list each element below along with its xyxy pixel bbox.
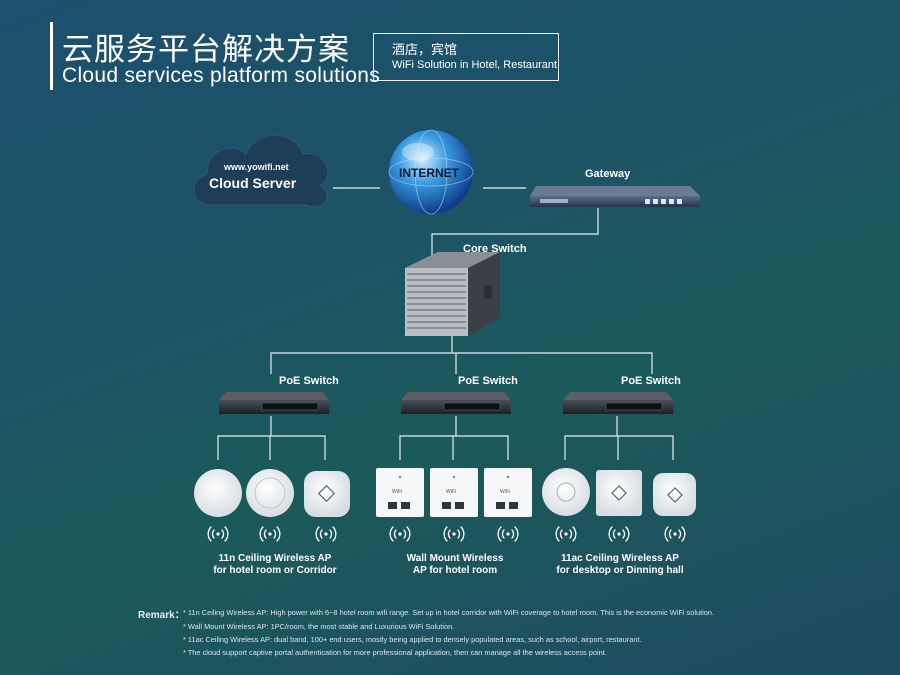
group-caption-wall-line1: Wall Mount Wireless [406, 553, 504, 564]
poe2-ap-bar [399, 435, 509, 460]
wall-ap-3-badge: WiFi [500, 489, 510, 495]
wifi-signal-icon [389, 526, 411, 542]
core-switch-label: Core Switch [463, 243, 527, 255]
wifi-signal-icon [664, 526, 686, 542]
group-caption-11ac-line1: 11ac Ceiling Wireless AP [561, 553, 679, 564]
cloud-url: www.yowifi.net [224, 162, 289, 172]
page-title-cn: 云服务平台解决方案 [62, 32, 350, 67]
wifi-signal-icons [207, 526, 686, 542]
scenario-title-cn: 酒店，宾馆 [392, 42, 458, 57]
page-title-en: Cloud services platform solutions [62, 64, 381, 87]
wifi-signal-icon [259, 526, 281, 542]
wifi-signal-icon [608, 526, 630, 542]
poe-switch-3-device [563, 392, 673, 414]
group-caption-11n-line1: 11n Ceiling Wireless AP [218, 553, 332, 564]
ceiling-ap-11n-1 [194, 469, 242, 517]
group-caption-wall: Wall Mount Wireless AP for hotel room [380, 553, 530, 577]
gateway-device [530, 186, 700, 207]
title-accent-bar [50, 22, 53, 90]
remark-note-4: * The cloud support captive portal authe… [183, 648, 607, 657]
wall-ap-2 [430, 468, 478, 517]
remark-note-2: * Wall Mount Wireless AP: 1PC/room, the … [183, 622, 455, 631]
internet-globe-icon [388, 129, 474, 215]
ceiling-ap-11ac-3 [653, 473, 696, 516]
wifi-signal-icon [207, 526, 229, 542]
group-caption-wall-line2: AP for hotel room [412, 565, 498, 576]
wall-ap-2-badge: WiFi [446, 489, 456, 495]
wifi-signal-icon [555, 526, 577, 542]
wall-ap-1 [376, 468, 424, 517]
poe-switch-1-label: PoE Switch [279, 375, 339, 387]
poe-switch-2-device [401, 392, 511, 414]
cloud-server-icon [193, 134, 329, 208]
wifi-signal-icon [443, 526, 465, 542]
scenario-box [373, 33, 559, 81]
gateway-core-link [431, 208, 599, 256]
internet-label: INTERNET [399, 166, 459, 180]
scenario-title-en: WiFi Solution in Hotel, Restaurant [392, 59, 558, 71]
wall-ap-3 [484, 468, 532, 517]
group-caption-11ac: 11ac Ceiling Wireless AP for desktop or … [545, 553, 695, 577]
poe-switch-3-label: PoE Switch [621, 375, 681, 387]
group-caption-11n-line2: for hotel room or Corridor [213, 565, 337, 576]
remark-label: Remark： [138, 610, 185, 621]
poe1-ap-bar [217, 435, 326, 460]
wifi-signal-icon [497, 526, 519, 542]
cloud-server-label: Cloud Server [209, 175, 297, 191]
wall-ap-1-badge: WiFi [392, 489, 402, 495]
wifi-signal-icon [315, 526, 337, 542]
connection-lines [217, 187, 674, 460]
ceiling-ap-11n-2 [246, 469, 294, 517]
gateway-label: Gateway [585, 168, 631, 180]
poe-switch-2-label: PoE Switch [458, 375, 518, 387]
ceiling-ap-11n-3 [304, 471, 350, 517]
ceiling-ap-11ac-1 [542, 468, 590, 516]
group-caption-11n: 11n Ceiling Wireless AP for hotel room o… [200, 553, 350, 577]
core-switch-device [405, 252, 500, 336]
group-caption-11ac-line2: for desktop or Dinning hall [556, 565, 684, 576]
core-distribution-bar [270, 352, 653, 374]
poe3-ap-bar [564, 435, 674, 460]
ceiling-ap-11ac-2 [596, 470, 642, 516]
poe-switch-1-device [219, 392, 329, 414]
remark-note-1: * 11n Ceiling Wireless AP: High power wi… [183, 608, 715, 617]
remark-note-3: * 11ac Ceiling Wireless AP: dual band, 1… [183, 635, 642, 644]
